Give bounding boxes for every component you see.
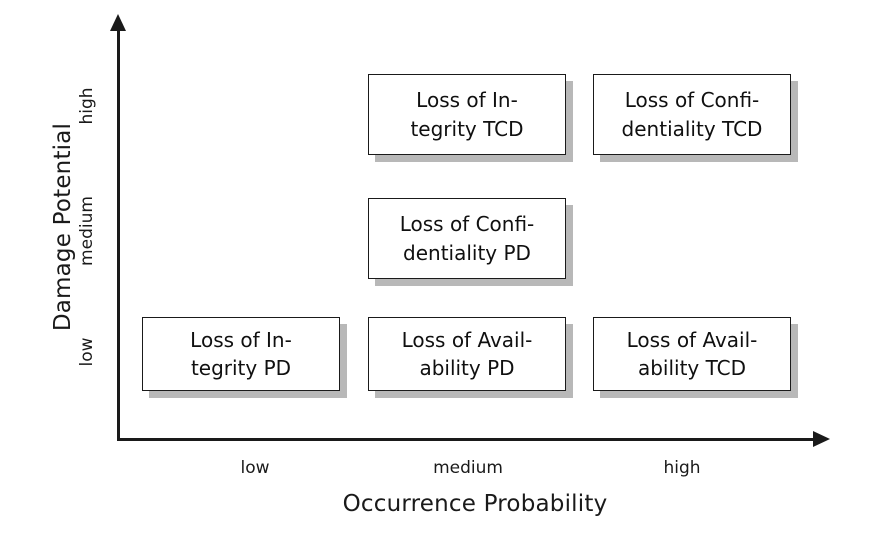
x-tick-low: low <box>240 458 270 478</box>
x-tick-high: high <box>663 458 701 478</box>
y-axis-arrow-icon <box>110 14 126 31</box>
risk-box-line-1: Loss of Confi- <box>399 212 535 237</box>
risk-box-line-2: tegrity TCD <box>410 116 524 141</box>
risk-box-line-2: dentiality TCD <box>621 116 763 141</box>
risk-box-line-1: Loss of In- <box>416 88 518 113</box>
risk-box-line-1: Loss of Avail- <box>626 327 758 352</box>
risk-box-confidentiality-tcd[interactable]: Loss of Confi- dentiality TCD <box>593 74 791 155</box>
risk-box-line-2: ability PD <box>419 356 515 380</box>
x-axis-title: Occurrence Probability <box>342 491 608 517</box>
risk-box-line-2: tegrity PD <box>190 356 292 380</box>
risk-box-availability-pd[interactable]: Loss of Avail- ability PD <box>368 317 566 391</box>
x-tick-medium: medium <box>433 458 503 478</box>
risk-box-line-2: ability TCD <box>637 356 747 380</box>
x-axis-line <box>117 438 817 441</box>
y-tick-low: low <box>77 337 97 367</box>
y-tick-high: high <box>77 87 97 125</box>
risk-box-integrity-pd[interactable]: Loss of In- tegrity PD <box>142 317 340 391</box>
y-axis-title: Damage Potential <box>50 122 76 332</box>
risk-box-line-1: Loss of Confi- <box>624 88 760 113</box>
risk-box-confidentiality-pd[interactable]: Loss of Confi- dentiality PD <box>368 198 566 279</box>
x-axis-arrow-icon <box>813 431 830 447</box>
y-axis-line <box>117 28 120 441</box>
risk-box-integrity-tcd[interactable]: Loss of In- tegrity TCD <box>368 74 566 155</box>
risk-box-line-1: Loss of In- <box>190 327 292 352</box>
risk-box-line-1: Loss of Avail- <box>401 327 533 352</box>
y-tick-medium: medium <box>77 196 97 266</box>
risk-box-line-2: dentiality PD <box>403 240 531 265</box>
risk-box-availability-tcd[interactable]: Loss of Avail- ability TCD <box>593 317 791 391</box>
